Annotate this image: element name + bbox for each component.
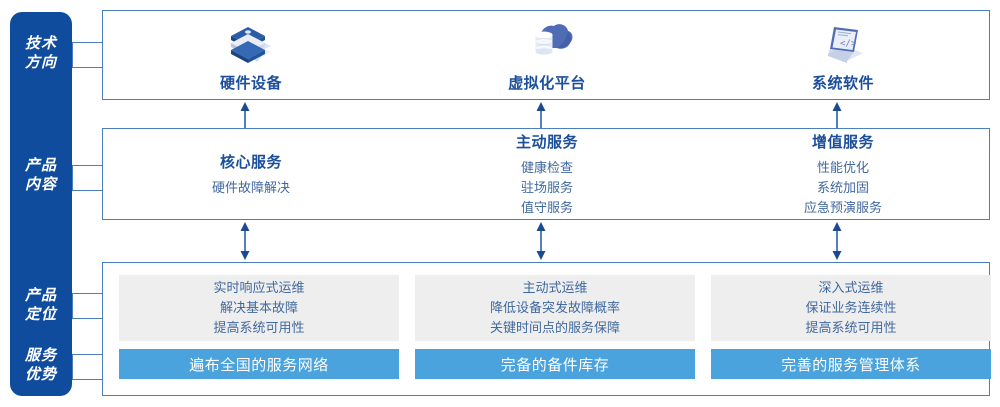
- sidebar-label-line1: 技术: [24, 35, 57, 52]
- content-column-proactive-service[interactable]: 主动服务 健康检查 驻场服务 值守服务: [399, 129, 695, 219]
- content-column-title: 核心服务: [219, 153, 282, 171]
- positioning-card-line: 保证业务连续性: [805, 300, 897, 315]
- positioning-card-line: 提高系统可用性: [805, 320, 897, 335]
- cloud-database-icon: [518, 18, 576, 70]
- content-column-title: 增值服务: [811, 133, 874, 151]
- sidebar-item-product-content[interactable]: 产品 内容: [10, 156, 72, 194]
- arrow-up-hardware: [238, 102, 252, 133]
- sidebar-item-product-positioning[interactable]: 产品 定位: [10, 286, 72, 324]
- sidebar-item-tech-direction[interactable]: 技术 方向: [10, 34, 72, 72]
- content-column-core-service[interactable]: 核心服务 硬件故障解决: [103, 129, 399, 219]
- advantage-bar-management-system[interactable]: 完善的服务管理体系: [711, 349, 991, 379]
- tech-item-system-software[interactable]: </> 系统软件: [695, 11, 991, 99]
- sidebar-item-service-advantage[interactable]: 服务 优势: [10, 346, 72, 384]
- content-item: 值守服务: [520, 199, 573, 215]
- product-content-panel: 核心服务 硬件故障解决 主动服务 健康检查 驻场服务 值守服务 增值服务 性能优…: [102, 128, 990, 220]
- sidebar-label-line2: 优势: [24, 366, 57, 383]
- connector-service-advantage: [72, 354, 102, 380]
- tech-item-label: 虚拟化平台: [508, 74, 586, 92]
- tech-item-label: 硬件设备: [219, 74, 282, 92]
- positioning-card-line: 主动式运维: [522, 280, 588, 295]
- content-column-title: 主动服务: [515, 133, 578, 151]
- positioning-card-realtime[interactable]: 实时响应式运维 解决基本故障 提高系统可用性: [119, 275, 399, 341]
- advantage-bar-spare-parts[interactable]: 完备的备件库存: [415, 349, 695, 379]
- sidebar-label-line1: 服务: [24, 347, 57, 364]
- sidebar-label-line2: 定位: [24, 306, 57, 323]
- positioning-advantage-panel: 实时响应式运维 解决基本故障 提高系统可用性 主动式运维 降低设备突发故障概率 …: [102, 262, 991, 396]
- connector-product-content: [72, 165, 102, 191]
- positioning-card-proactive[interactable]: 主动式运维 降低设备突发故障概率 关键时间点的服务保障: [415, 275, 695, 341]
- positioning-card-line: 降低设备突发故障概率: [489, 300, 620, 315]
- content-item: 驻场服务: [520, 179, 573, 195]
- laptop-code-icon: </>: [814, 18, 872, 70]
- server-stack-icon: [222, 18, 280, 70]
- sidebar-label-line2: 内容: [24, 176, 57, 193]
- advantage-bar-service-network[interactable]: 遍布全国的服务网络: [119, 349, 399, 379]
- tech-direction-panel: 硬件设备: [102, 10, 990, 100]
- connector-tech-direction: [72, 42, 102, 68]
- arrow-double-value-added-service: [830, 222, 844, 265]
- sidebar-label-line1: 产品: [24, 287, 57, 304]
- positioning-card-line: 提高系统可用性: [213, 320, 305, 335]
- arrow-up-system-software: [830, 102, 844, 133]
- arrow-double-core-service: [238, 222, 252, 265]
- content-item: 系统加固: [816, 179, 869, 195]
- connector-product-positioning: [72, 293, 102, 319]
- content-item: 健康检查: [520, 159, 573, 175]
- content-item: 应急预演服务: [803, 199, 882, 215]
- content-item: 硬件故障解决: [211, 179, 290, 195]
- arrow-double-proactive-service: [534, 222, 548, 265]
- content-item: 性能优化: [816, 159, 869, 175]
- positioning-card-line: 实时响应式运维: [213, 280, 305, 295]
- arrow-up-virtualization: [534, 102, 548, 133]
- tech-item-label: 系统软件: [811, 74, 874, 92]
- sidebar-label-line2: 方向: [24, 54, 57, 71]
- positioning-card-line: 关键时间点的服务保障: [489, 320, 620, 335]
- sidebar-label-line1: 产品: [24, 157, 57, 174]
- tech-item-hardware[interactable]: 硬件设备: [103, 11, 399, 99]
- positioning-card-deep[interactable]: 深入式运维 保证业务连续性 提高系统可用性: [711, 275, 991, 341]
- sidebar: 技术 方向 产品 内容 产品 定位 服务 优势: [10, 12, 72, 396]
- positioning-card-line: 解决基本故障: [219, 300, 298, 315]
- tech-item-virtualization[interactable]: 虚拟化平台: [399, 11, 695, 99]
- svg-text:</>: </>: [840, 39, 857, 49]
- content-column-value-added-service[interactable]: 增值服务 性能优化 系统加固 应急预演服务: [695, 129, 991, 219]
- positioning-card-line: 深入式运维: [818, 280, 884, 295]
